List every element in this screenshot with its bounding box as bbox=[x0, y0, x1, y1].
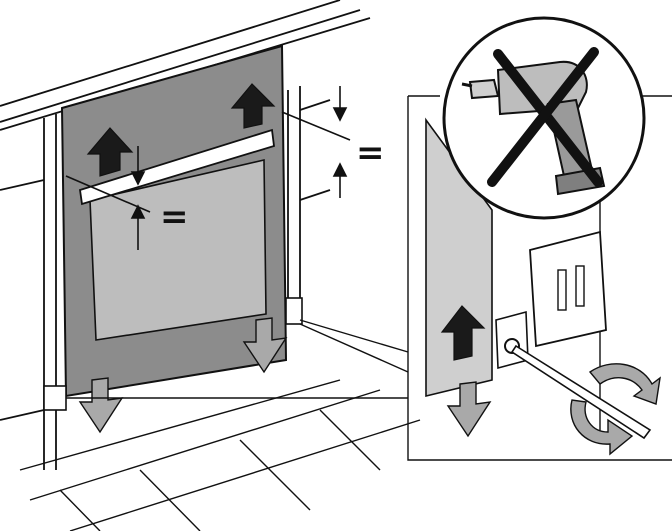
door-handle bbox=[79, 128, 275, 206]
floor-tiles bbox=[19, 379, 421, 531]
detail-leader-lines bbox=[66, 95, 672, 461]
hinge-right bbox=[285, 297, 303, 325]
detail-inset bbox=[425, 117, 661, 456]
arrow-down-right-icon bbox=[242, 317, 288, 374]
screwdriver-shaft bbox=[510, 344, 652, 440]
arrow-up-right-icon bbox=[230, 83, 276, 129]
hinge-left bbox=[43, 385, 67, 411]
equal-sign-handle: = bbox=[160, 197, 189, 237]
gap-marker-top bbox=[281, 86, 351, 198]
arrow-up-inset-icon bbox=[440, 305, 486, 361]
gap-marker-handle bbox=[65, 146, 151, 250]
arrow-down-inset-icon bbox=[446, 381, 492, 438]
arrow-up-left-icon bbox=[86, 127, 134, 177]
rotate-arrows-icon bbox=[570, 363, 661, 456]
cordless-drill-crossed-out-icon bbox=[442, 16, 646, 220]
hinge-bracket bbox=[529, 230, 607, 348]
equal-sign-top: = bbox=[356, 133, 385, 173]
arrow-down-left-icon bbox=[78, 377, 124, 434]
